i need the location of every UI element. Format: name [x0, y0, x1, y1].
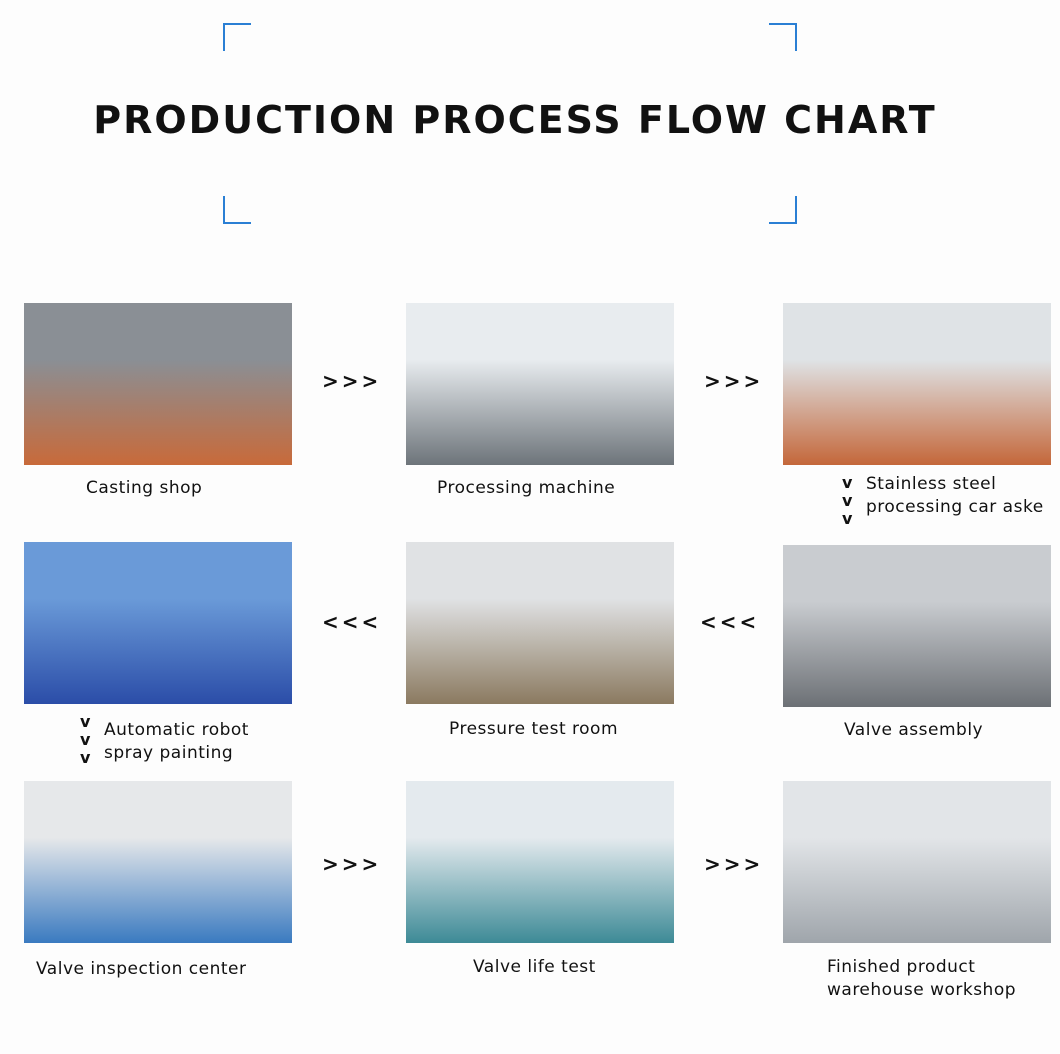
arrow-left: <<< [322, 610, 382, 634]
arrow-right: >>> [704, 852, 764, 876]
step-label: Valve assembly [844, 720, 984, 740]
corner-bracket [769, 23, 797, 51]
photo-warehouse [783, 781, 1051, 943]
step-label: Valve life test [473, 957, 596, 977]
corner-bracket [223, 196, 251, 224]
photo-casting-shop [24, 303, 292, 465]
arrow-right: >>> [322, 852, 382, 876]
arrow-right: >>> [322, 369, 382, 393]
step-label: Casting shop [86, 478, 203, 498]
photo-stainless-steel [783, 303, 1051, 465]
arrow-right: >>> [704, 369, 764, 393]
photo-processing-machine [406, 303, 674, 465]
step-label: Pressure test room [449, 719, 619, 739]
photo-valve-assembly [783, 545, 1051, 707]
photo-inspection-center [24, 781, 292, 943]
page-title: PRODUCTION PROCESS FLOW CHART [93, 98, 937, 142]
arrow-left: <<< [700, 610, 760, 634]
corner-bracket [769, 196, 797, 224]
corner-bracket [223, 23, 251, 51]
photo-pressure-test [406, 542, 674, 704]
photo-robot-painting [24, 542, 292, 704]
step-label: Processing machine [437, 478, 616, 498]
step-label: Valve inspection center [36, 959, 247, 979]
photo-life-test [406, 781, 674, 943]
